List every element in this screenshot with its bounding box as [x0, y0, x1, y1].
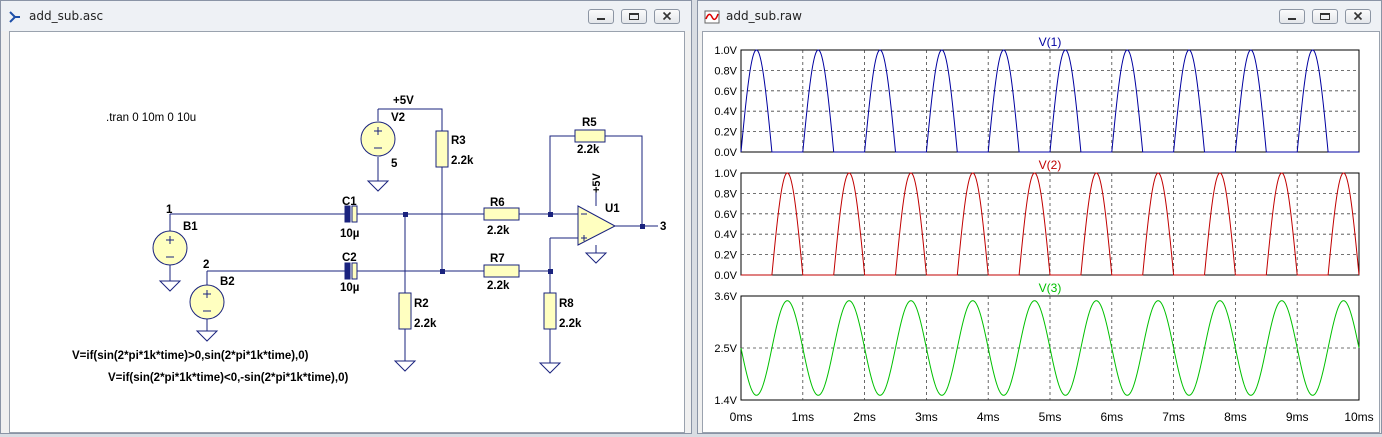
opamp-symbol: [577, 205, 617, 246]
trace-title[interactable]: V(3): [1039, 281, 1062, 295]
node-3-label: 3: [660, 221, 666, 233]
c1-name: C1: [342, 196, 357, 208]
b1-source-symbol: [152, 230, 188, 266]
y-tick-label: 0.2V: [714, 127, 737, 139]
y-tick-label: 0.0V: [714, 270, 737, 282]
waveform-window[interactable]: add_sub.raw 1.0V 0.8V 0.6V 0.4V 0.2V 0.0V V(1)…: [697, 0, 1382, 434]
y-tick-label: 0.0V: [714, 147, 737, 159]
plot-pane-3[interactable]: 3.6V 2.5V 1.4V V(3): [714, 281, 1360, 407]
x-tick-label: 8ms: [1224, 410, 1247, 424]
trace-line: [741, 172, 1360, 276]
x-tick-label: 9ms: [1286, 410, 1309, 424]
x-tick-label: 3ms: [915, 410, 938, 424]
y-tick-label: 2.5V: [714, 343, 737, 355]
b1-expression: V=if(sin(2*pi*1k*time)>0,sin(2*pi*1k*tim…: [72, 350, 309, 362]
u1-supply-label: +5V: [591, 172, 603, 193]
r2-value: 2.2k: [414, 318, 437, 330]
r5-name: R5: [582, 117, 597, 129]
c2-value: 10µ: [340, 282, 359, 294]
x-tick-label: 6ms: [1100, 410, 1123, 424]
minimize-button[interactable]: [588, 9, 614, 24]
close-button[interactable]: [654, 9, 680, 24]
r8-name: R8: [559, 298, 574, 310]
node-1-label: 1: [166, 204, 173, 216]
r3-value: 2.2k: [451, 155, 474, 167]
y-tick-label: 1.0V: [714, 168, 737, 180]
v2-value: 5: [391, 158, 398, 170]
minimize-icon: [597, 18, 605, 20]
y-tick-label: 0.8V: [714, 65, 737, 77]
u1-name: U1: [605, 203, 620, 215]
schematic-drawing: .tran 0 10m 0 10u +5V V2 5 R3 2.2k R5 2.…: [72, 95, 666, 384]
x-tick-label: 4ms: [977, 410, 1000, 424]
b2-name: B2: [220, 276, 235, 288]
waveform-title: add_sub.raw: [726, 9, 802, 23]
r5-value: 2.2k: [577, 144, 600, 156]
y-tick-label: 0.6V: [714, 86, 737, 98]
y-tick-label: 0.8V: [714, 188, 737, 200]
x-tick-label: 10ms: [1344, 410, 1373, 424]
minimize-button[interactable]: [1279, 9, 1305, 24]
y-tick-label: 0.6V: [714, 209, 737, 221]
x-tick-label: 7ms: [1162, 410, 1185, 424]
plot-pane-2[interactable]: 1.0V 0.8V 0.6V 0.4V 0.2V 0.0V V(2): [714, 158, 1360, 282]
maximize-button[interactable]: [1312, 9, 1338, 24]
r7-value: 2.2k: [487, 280, 510, 292]
maximize-button[interactable]: [621, 9, 647, 24]
x-tick-label: 1ms: [791, 410, 814, 424]
v2-supply-label: +5V: [393, 95, 414, 107]
schematic-window[interactable]: add_sub.asc: [0, 0, 692, 434]
x-tick-label: 5ms: [1039, 410, 1062, 424]
r6-value: 2.2k: [487, 225, 510, 237]
close-button[interactable]: [1345, 9, 1371, 24]
r6-name: R6: [490, 197, 505, 209]
schematic-icon: [9, 11, 20, 23]
maximize-icon: [1320, 13, 1330, 20]
node-2-label: 2: [203, 259, 209, 271]
trace-line: [740, 49, 1359, 153]
y-tick-label: 3.6V: [714, 291, 737, 303]
y-tick-label: 0.4V: [714, 106, 737, 118]
schematic-title: add_sub.asc: [29, 9, 104, 23]
trace-title[interactable]: V(1): [1039, 35, 1062, 49]
waveform-titlebar[interactable]: add_sub.raw: [698, 1, 1381, 31]
y-tick-label: 1.0V: [714, 45, 737, 57]
r8-value: 2.2k: [559, 318, 582, 330]
tran-directive: .tran 0 10m 0 10u: [106, 112, 196, 124]
schematic-titlebar[interactable]: add_sub.asc: [1, 1, 691, 31]
y-tick-label: 1.4V: [714, 395, 737, 407]
r3-name: R3: [451, 135, 466, 147]
close-icon: [1353, 11, 1363, 21]
r7-name: R7: [490, 253, 505, 265]
trace-title[interactable]: V(2): [1039, 158, 1062, 172]
x-tick-label: 0ms: [730, 410, 753, 424]
c1-value: 10µ: [340, 228, 359, 240]
close-icon: [662, 11, 672, 21]
waveform-plots[interactable]: 1.0V 0.8V 0.6V 0.4V 0.2V 0.0V V(1) 1.0V 0.8V 0.6V…: [703, 32, 1379, 432]
v2-source-symbol: [360, 121, 396, 157]
minimize-icon: [1288, 18, 1296, 20]
y-tick-label: 0.2V: [714, 250, 737, 262]
b1-name: B1: [183, 221, 198, 233]
v2-name: V2: [391, 112, 405, 124]
y-tick-label: 0.4V: [714, 229, 737, 241]
r2-name: R2: [414, 298, 429, 310]
b2-source-symbol: [189, 284, 225, 320]
waveform-icon: [704, 10, 720, 24]
trace-line: [740, 300, 1360, 396]
c2-name: C2: [342, 252, 357, 264]
schematic-canvas[interactable]: .tran 0 10m 0 10u +5V V2 5 R3 2.2k R5 2.…: [9, 31, 685, 433]
waveform-plot-area[interactable]: 1.0V 0.8V 0.6V 0.4V 0.2V 0.0V V(1) 1.0V 0.8V 0.6V…: [702, 31, 1380, 433]
b2-expression: V=if(sin(2*pi*1k*time)<0,-sin(2*pi*1k*ti…: [108, 372, 348, 384]
x-tick-label: 2ms: [853, 410, 876, 424]
maximize-icon: [629, 13, 639, 20]
plot-pane-1[interactable]: 1.0V 0.8V 0.6V 0.4V 0.2V 0.0V V(1): [714, 35, 1360, 159]
